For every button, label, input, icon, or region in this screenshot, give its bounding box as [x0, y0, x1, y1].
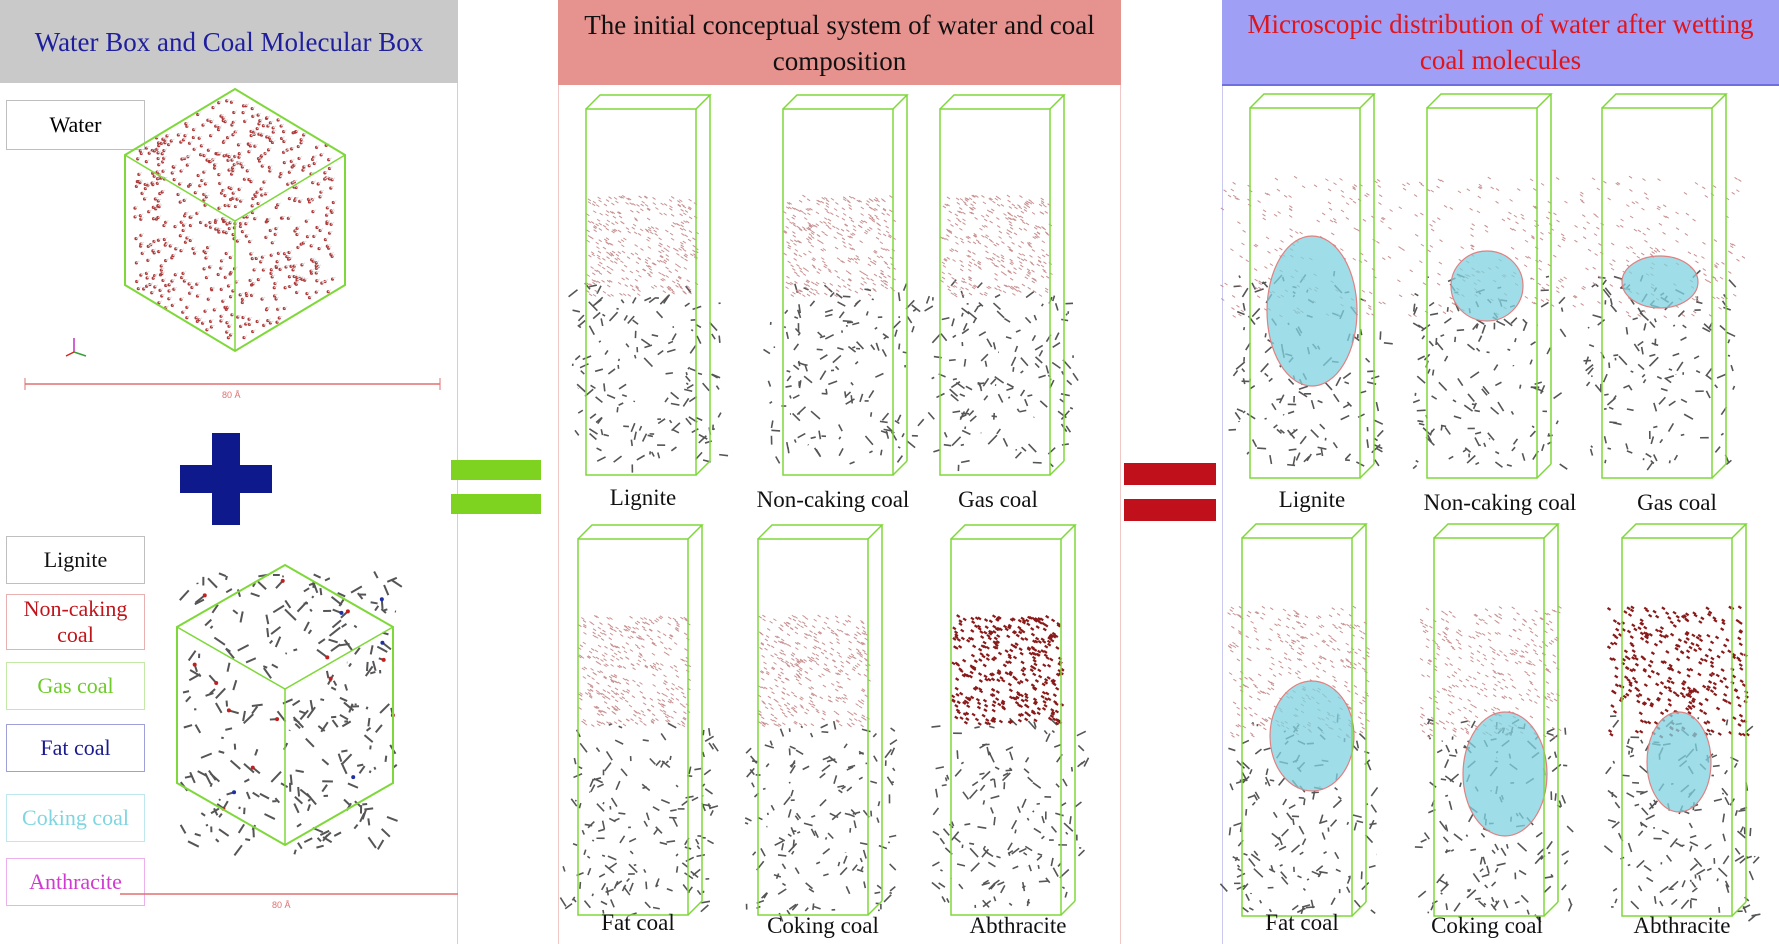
right-caption-anthracite: Abthracite: [1633, 913, 1731, 938]
water-scale-bar: [24, 378, 441, 390]
middle-caption-lignite: Lignite: [609, 485, 677, 510]
right-panel-title-text: Microscopic distribution of water after …: [1247, 9, 1754, 75]
right-simulation-grid: [1219, 93, 1761, 923]
left-panel-title: Water Box and Coal Molecular Box: [0, 0, 458, 83]
coal-label-coking-text: Coking coal: [22, 805, 129, 830]
right-panel-title: Microscopic distribution of water after …: [1222, 0, 1779, 86]
equals-icon-green: [451, 460, 541, 516]
coal-label-gas: Gas coal: [6, 662, 145, 710]
water-label: Water: [6, 100, 145, 150]
coal-label-lignite: Lignite: [6, 536, 145, 584]
left-panel-title-text: Water Box and Coal Molecular Box: [34, 26, 424, 57]
middle-caption-non-caking: Non-caking coal: [756, 487, 910, 512]
water-molecules: [133, 98, 337, 340]
equals-icon-red: [1124, 463, 1216, 523]
right-caption-gas: Gas coal: [1637, 490, 1717, 515]
middle-panel-title-text: The initial conceptual system of water a…: [584, 9, 1095, 76]
water-scale-label: 80 Å: [222, 390, 241, 400]
middle-panel-title: The initial conceptual system of water a…: [558, 0, 1121, 85]
coal-label-coking: Coking coal: [6, 794, 145, 842]
middle-caption-anthracite: Abthracite: [969, 913, 1067, 938]
water-label-text: Water: [49, 112, 102, 137]
right-caption-lignite: Lignite: [1278, 487, 1346, 512]
coal-label-non-caking-text: Non-caking coal: [23, 596, 128, 647]
coal-label-fat: Fat coal: [6, 724, 145, 772]
coal-molecules: [179, 571, 403, 856]
right-caption-coking: Coking coal: [1431, 913, 1543, 938]
left-panel: Water Box and Coal Molecular Box Water 8…: [0, 0, 458, 944]
coal-label-non-caking: Non-caking coal: [6, 594, 145, 650]
middle-caption-coking: Coking coal: [767, 913, 879, 938]
coal-label-gas-text: Gas coal: [37, 673, 114, 698]
middle-caption-fat: Fat coal: [601, 910, 675, 935]
right-caption-fat: Fat coal: [1265, 910, 1339, 935]
right-panel: Microscopic distribution of water after …: [1219, 0, 1779, 944]
middle-panel: The initial conceptual system of water a…: [558, 0, 1121, 944]
coal-label-fat-text: Fat coal: [40, 735, 111, 760]
coal-label-anthracite: Anthracite: [6, 858, 145, 906]
water-box-figure: [124, 87, 346, 353]
plus-icon: [180, 433, 272, 525]
middle-simulation-grid: [559, 94, 1090, 922]
coal-scale-label: 80 Å: [272, 900, 291, 910]
coal-label-lignite-text: Lignite: [43, 547, 108, 572]
coal-label-anthracite-text: Anthracite: [29, 869, 122, 894]
right-caption-non-caking: Non-caking coal: [1423, 490, 1577, 515]
coal-scale-bar: [120, 893, 458, 895]
coal-box-figure: [176, 563, 403, 856]
middle-caption-gas: Gas coal: [958, 487, 1038, 512]
axis-triad-icon: [65, 338, 87, 357]
